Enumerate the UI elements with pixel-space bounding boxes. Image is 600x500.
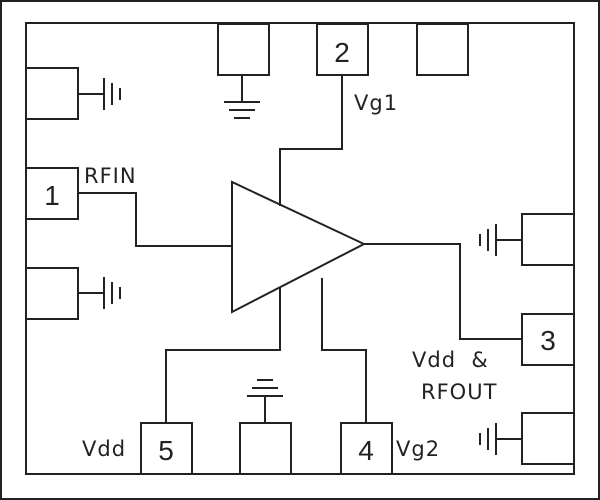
vdd-trace (165, 288, 281, 423)
left-top-ground-pad (25, 67, 121, 120)
pin-4-number: 4 (358, 435, 374, 466)
pin-5-pad: 5 (140, 422, 193, 475)
top-left-ground-pad (217, 23, 270, 119)
vg1-trace (279, 75, 343, 206)
rfin-label: RFIN (84, 164, 137, 188)
pin-2-pad: 2 (316, 23, 369, 76)
pin-5-number: 5 (158, 435, 174, 466)
right-top-ground-pad (479, 213, 575, 266)
pin-2-number: 2 (334, 37, 350, 68)
top-right-pad (416, 23, 469, 76)
rfout-trace (364, 243, 522, 340)
vg2-trace (321, 278, 367, 423)
rfin-trace (78, 192, 232, 247)
vdd-rfout-label-line1: Vdd & (412, 348, 489, 372)
pin-3-number: 3 (540, 325, 556, 356)
pin-3-pad: 3 (521, 313, 575, 366)
vdd-label: Vdd (82, 437, 126, 461)
vdd-rfout-label-line2: RFOUT (421, 380, 497, 404)
vg1-label: Vg1 (354, 91, 398, 115)
amplifier-triangle (231, 180, 367, 314)
left-bottom-ground-pad (25, 267, 121, 320)
bottom-ground-pad (239, 379, 292, 475)
pin-4-pad: 4 (340, 422, 393, 475)
pin-1-pad: 1 (25, 167, 79, 220)
right-bottom-ground-pad (479, 412, 575, 465)
vg2-label: Vg2 (396, 437, 440, 461)
pin-1-number: 1 (44, 180, 60, 211)
